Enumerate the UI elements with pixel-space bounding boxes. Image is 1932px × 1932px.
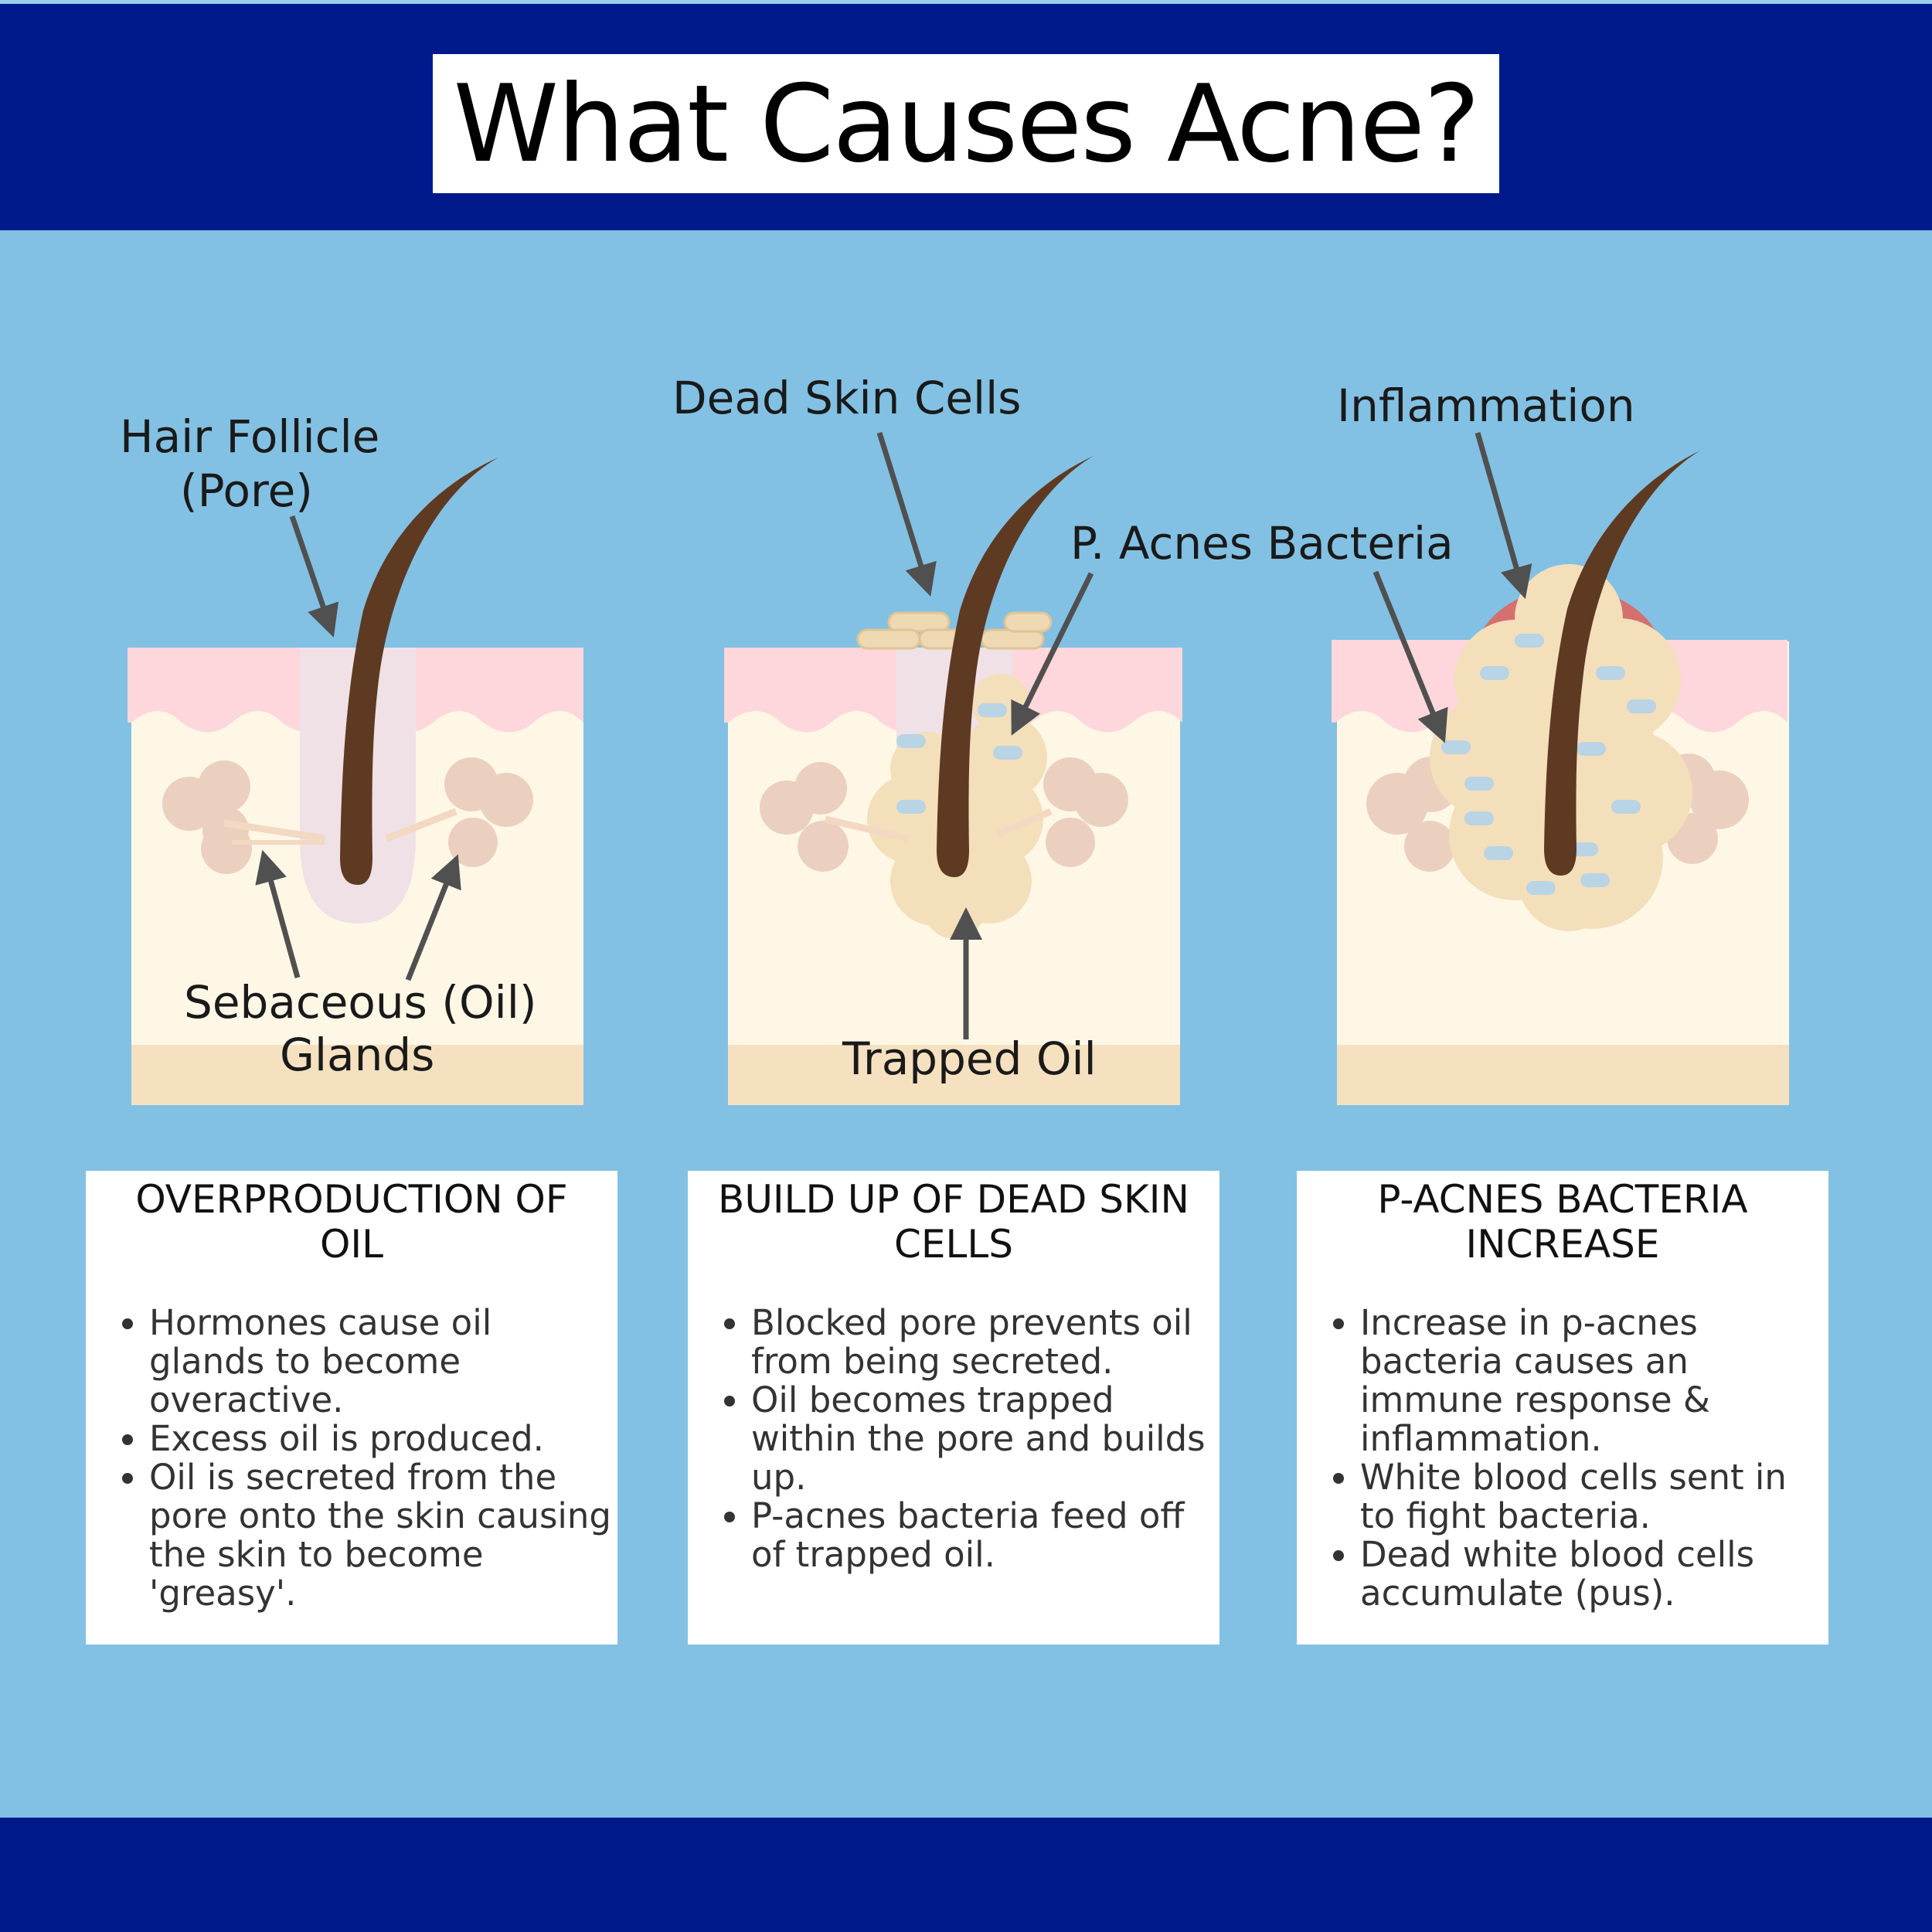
label-pore: (Pore) [180,464,313,517]
hair-shaft [937,456,1094,877]
title-box: What Causes Acne? [433,54,1499,193]
base-layer [131,1045,583,1105]
bullet-item: Increase in p-acnes bacteria causes an i… [1360,1304,1828,1458]
card-build-up-of-dead-skin-cells: BUILD UP OF DEAD SKIN CELLS Blocked pore… [688,1171,1219,1645]
top-accent-line [0,0,1932,4]
card-heading-line1: BUILD UP OF DEAD SKIN [718,1177,1189,1222]
hair-shaft [340,457,498,885]
base-layer [1337,1045,1789,1105]
label-dead-skin-cells: Dead Skin Cells [672,372,1022,424]
sebaceous-gland-right [1043,757,1128,867]
bullet-item: Hormones cause oil glands to become over… [149,1304,617,1420]
bullet-item: Excess oil is produced. [149,1420,617,1458]
sebaceous-gland-left [162,760,252,874]
bullet-item: Dead white blood cells accumulate (pus). [1360,1536,1828,1613]
page-title: What Causes Acne? [453,61,1481,186]
card-heading-line1: P-ACNES BACTERIA [1377,1177,1748,1222]
hair-shaft [1544,451,1700,876]
skin-panel-bacteria-increase [1332,432,1789,1105]
label-p-acnes-bacteria: P. Acnes Bacteria [1070,517,1454,570]
card-overproduction-of-oil: OVERPRODUCTION OF OIL Hormones cause oil… [86,1171,617,1645]
arrow-dead-skin [876,431,937,597]
p-acnes-bacteria [896,703,1022,814]
card-heading: BUILD UP OF DEAD SKIN CELLS [706,1171,1219,1267]
label-sebaceous: Sebaceous (Oil) [184,976,537,1029]
card-bullets: Blocked pore prevents oil from being sec… [706,1304,1219,1574]
bullet-item: Oil becomes trapped within the pore and … [751,1381,1219,1497]
white-blood-cells [1441,634,1656,895]
skin-panel-oil-overproduction [128,457,583,1105]
card-heading: P-ACNES BACTERIA INCREASE [1315,1171,1828,1267]
sebaceous-gland-left [760,762,849,872]
card-heading: OVERPRODUCTION OF OIL [104,1171,617,1267]
bullet-item: Blocked pore prevents oil from being sec… [751,1304,1219,1381]
bullet-item: White blood cells sent in to fight bacte… [1360,1458,1828,1536]
card-heading-line2: CELLS [894,1222,1013,1267]
footer-band [0,1818,1932,1932]
card-heading-line2: OIL [320,1222,383,1267]
card-bullets: Hormones cause oil glands to become over… [104,1304,617,1613]
arrow-pore [289,515,339,638]
arrow-bacteria [1011,572,1094,736]
sebaceous-gland-right [444,757,533,867]
arrow-inflammation [1475,432,1532,600]
label-inflammation: Inflammation [1337,379,1635,432]
card-heading-line2: INCREASE [1465,1222,1660,1267]
arrow-bacteria-increase [1372,570,1448,743]
arrow-gland-right [405,854,461,981]
card-p-acnes-bacteria-increase: P-ACNES BACTERIA INCREASE Increase in p-… [1297,1171,1828,1645]
arrow-gland-left [255,849,301,978]
bullet-item: Oil is secreted from the pore onto the s… [149,1458,617,1613]
label-hair-follicle: Hair Follicle [120,410,380,463]
card-bullets: Increase in p-acnes bacteria causes an i… [1315,1304,1828,1613]
label-glands: Glands [280,1029,435,1081]
skin-panel-dead-skin [724,431,1182,1105]
card-heading-line1: OVERPRODUCTION OF [135,1177,568,1222]
bullet-item: P-acnes bacteria feed off of trapped oil… [751,1497,1219,1574]
label-trapped-oil: Trapped Oil [842,1032,1097,1085]
base-layer [728,1045,1180,1105]
